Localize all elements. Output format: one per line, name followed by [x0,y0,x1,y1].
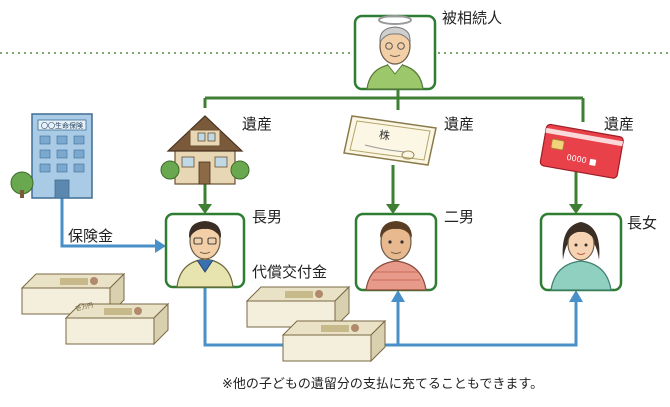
eldest-daughter-portrait [539,212,623,292]
inheritance-label-card: 遺産 [604,115,635,133]
compensation-payment-label: 代償交付金 [252,263,328,281]
money-arrowheads [155,239,583,302]
halo-icon [378,15,412,25]
stock-certificate-word: 株 [378,127,391,142]
eldest-son-portrait [164,212,246,289]
second-son-label: 二男 [444,208,475,226]
insurance-company-sign: 〇〇生命保険 [41,121,83,130]
second-son-portrait [354,212,438,292]
money-lines [60,198,578,347]
bank-card-icon: 0000 ■ [539,123,624,179]
inheritance-label-stock: 遺産 [444,115,475,133]
eldest-daughter-label: 長女 [627,214,658,232]
inheritance-arrows [198,165,583,214]
insurance-building-icon [10,113,93,199]
deceased-portrait [353,14,437,91]
deceased-label: 被相続人 [442,9,503,27]
house-icon [160,115,250,185]
inheritance-label-house: 遺産 [242,115,273,133]
stock-certificate-icon: 株 [343,115,437,166]
banknote-bundles-center [245,285,387,363]
banknote-bundles-left [20,272,170,346]
inheritance-lines [203,89,585,122]
footnote: ※他の子どもの遺留分の支払に充てることもできます。 [222,377,544,392]
insurance-money-label: 保険金 [68,227,114,245]
eldest-son-label: 長男 [252,208,283,226]
